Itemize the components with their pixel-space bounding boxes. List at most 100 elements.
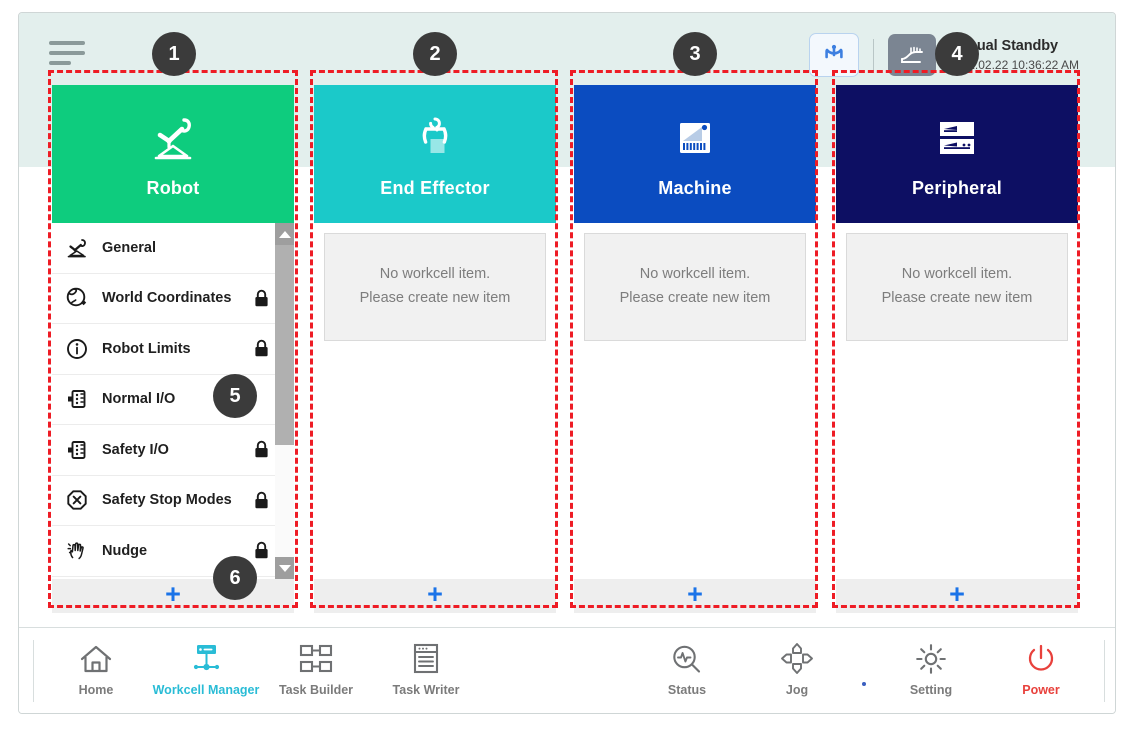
hamburger-line [49,41,85,45]
menu-item-nudge[interactable]: Nudge [52,526,294,577]
menu-item-label: World Coordinates [102,290,232,307]
home-icon [79,640,113,678]
io-port-icon [62,435,92,465]
manual-hand-icon[interactable] [888,34,937,76]
robot-arm-small-icon [62,233,92,263]
panel-header-end-effector[interactable]: End Effector [314,85,556,223]
panel-body-end-effector: No workcell item. Please create new item [314,223,556,579]
empty-state-end-effector: No workcell item. Please create new item [324,233,546,341]
empty-state-peripheral: No workcell item. Please create new item [846,233,1068,341]
plus-icon: + [687,579,703,609]
hand-nudge-icon [62,536,92,566]
menu-item-label: Robot Limits [102,340,191,357]
menu-item-safety-io[interactable]: Safety I/O [52,425,294,476]
scroll-up-button[interactable] [275,223,294,245]
stop-octagon-icon [62,485,92,515]
menu-item-label: Safety Stop Modes [102,492,232,509]
hamburger-menu-icon[interactable] [49,41,89,71]
task-writer-icon [410,640,442,678]
machine-chart-icon [671,110,719,166]
empty-line-2: Please create new item [359,290,511,306]
add-machine-button[interactable]: + [574,579,816,613]
menu-item-label: Safety I/O [102,441,169,458]
menu-item-general[interactable]: General [52,223,294,274]
nav-item-status[interactable]: Status [632,636,742,697]
menu-item-label: Nudge [102,542,148,559]
server-rack-icon [931,110,983,166]
panel-header-machine[interactable]: Machine [574,85,816,223]
workcell-manager-icon [188,640,224,678]
gripper-icon [412,110,458,166]
workcell-panels: Robot [19,13,1115,713]
panel-title: Robot [146,177,200,198]
task-builder-icon [297,640,335,678]
nav-label: Home [78,683,114,697]
panel-header-peripheral[interactable]: Peripheral [836,85,1078,223]
plus-icon: + [949,579,965,609]
lock-icon [253,339,270,358]
empty-state-machine: No workcell item. Please create new item [584,233,806,341]
nav-item-home[interactable]: Home [41,636,151,697]
lock-icon [253,440,270,459]
empty-line-1: No workcell item. [379,266,491,283]
header-divider [873,39,875,71]
nav-divider-left [33,640,34,702]
scroll-down-button[interactable] [275,557,294,579]
empty-line-2: Please create new item [619,290,771,306]
menu-item-label: General [102,239,156,256]
plus-icon: + [165,579,181,609]
workcell-panel-peripheral: Peripheral No workcell item. Please crea… [836,85,1078,613]
nav-label: Status [667,683,707,697]
annotation-badge-4: 4 [935,32,979,76]
nav-item-power[interactable]: Power [986,636,1096,697]
io-port-icon [62,384,92,414]
nav-item-task-writer[interactable]: Task Writer [371,636,481,697]
scrollbar-thumb[interactable] [275,245,294,445]
robot-arm-icon [146,110,200,166]
mode-timestamp: 2022.02.22 10:36:22 AM [948,57,1079,72]
menu-item-normal-io[interactable]: Normal I/O [52,374,294,425]
robot-reset-icon[interactable] [809,33,860,77]
menu-item-safety-stop-modes[interactable]: Safety Stop Modes [52,475,294,526]
add-peripheral-button[interactable]: + [836,579,1078,613]
menu-scrollbar[interactable] [275,223,294,579]
nav-label: Task Builder [278,683,354,697]
panel-body-machine: No workcell item. Please create new item [574,223,816,579]
nav-divider-right [1104,640,1105,702]
menu-item-robot-limits[interactable]: Robot Limits [52,324,294,375]
lock-icon [253,541,270,560]
status-scope-icon [670,640,704,678]
nav-label: Workcell Manager [152,683,260,697]
panel-body-peripheral: No workcell item. Please create new item [836,223,1078,579]
scrollbar-track[interactable] [275,245,294,557]
panel-header-robot[interactable]: Robot [52,85,294,223]
bottom-navigation-bar: Home [19,627,1115,713]
panel-title: Machine [658,177,732,198]
annotation-badge-3: 3 [673,32,717,76]
panel-title: End Effector [380,177,490,198]
limits-circle-icon [62,334,92,364]
annotation-badge-6: 6 [213,556,257,600]
empty-line-1: No workcell item. [639,266,751,283]
nav-item-setting[interactable]: Setting [876,636,986,697]
annotation-badge-1: 1 [152,32,196,76]
menu-item-world-coordinates[interactable]: World Coordinates [52,273,294,324]
nav-secondary-group: Status Jog [632,636,1105,702]
device-frame: Manual Standby 2022.02.22 10:36:22 AM [18,12,1116,714]
nav-label: Task Writer [392,683,460,697]
lock-icon [253,491,270,510]
add-end-effector-button[interactable]: + [314,579,556,613]
nav-item-workcell-manager[interactable]: Workcell Manager [151,636,261,697]
empty-line-1: No workcell item. [901,266,1013,283]
power-icon [1025,640,1057,678]
nav-item-jog[interactable]: Jog [742,636,852,697]
annotation-badge-5: 5 [213,374,257,418]
nav-label: Power [1022,683,1060,697]
jog-dpad-icon [779,640,815,678]
nav-item-task-builder[interactable]: Task Builder [261,636,371,697]
add-robot-button[interactable]: + [52,579,294,613]
menu-item-label: Normal I/O [102,391,176,408]
plus-icon: + [427,579,443,609]
annotation-badge-2: 2 [413,32,457,76]
